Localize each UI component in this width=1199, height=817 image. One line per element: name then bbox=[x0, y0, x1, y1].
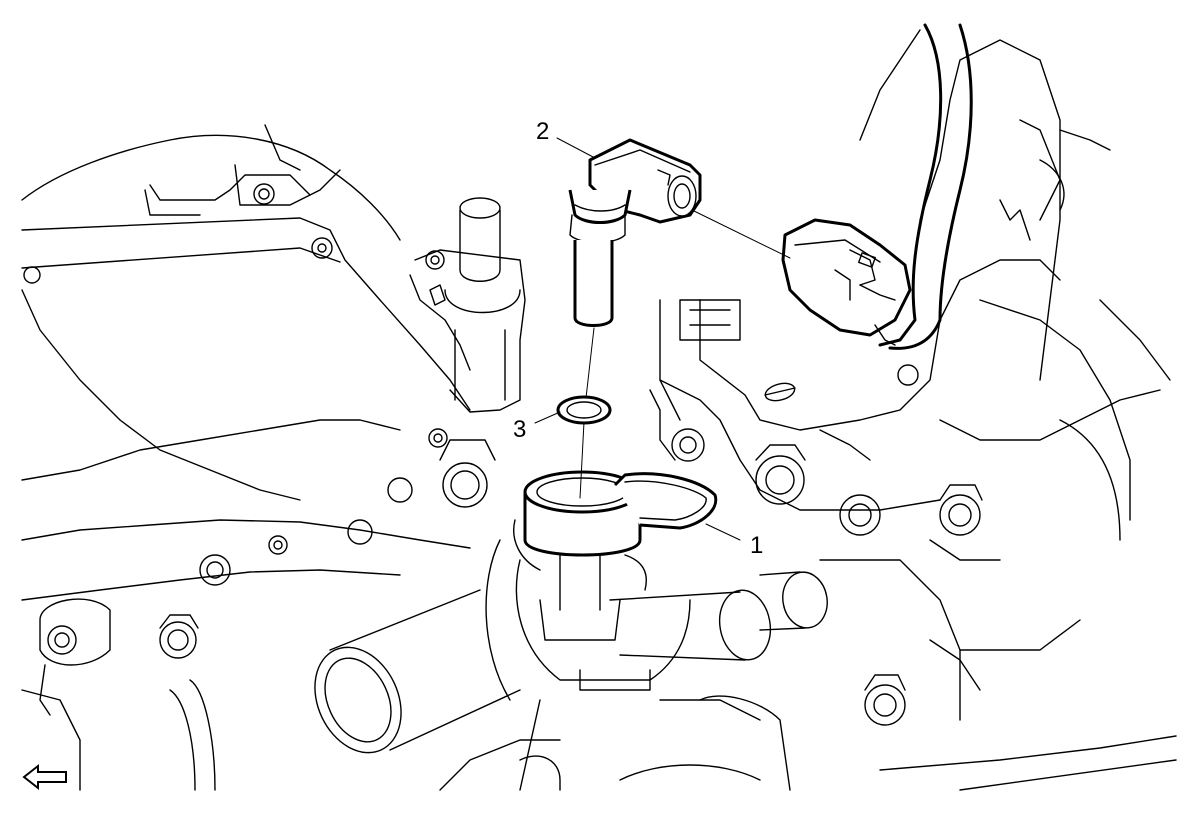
sensor-o-ring-seal bbox=[556, 395, 612, 425]
engine-background-outline bbox=[21, 29, 1177, 791]
coolant-temperature-sensor bbox=[568, 138, 702, 327]
harness-connector bbox=[781, 218, 912, 346]
callout-label-1: 1 bbox=[750, 532, 763, 559]
wiring-harness bbox=[878, 23, 973, 350]
alignment-lines bbox=[579, 209, 791, 499]
sensor-housing-boss bbox=[513, 470, 718, 591]
callout-label-3: 3 bbox=[513, 416, 526, 443]
callout-leaders bbox=[534, 137, 741, 541]
left-arrow-icon bbox=[22, 763, 67, 791]
callout-label-2: 2 bbox=[536, 118, 549, 145]
